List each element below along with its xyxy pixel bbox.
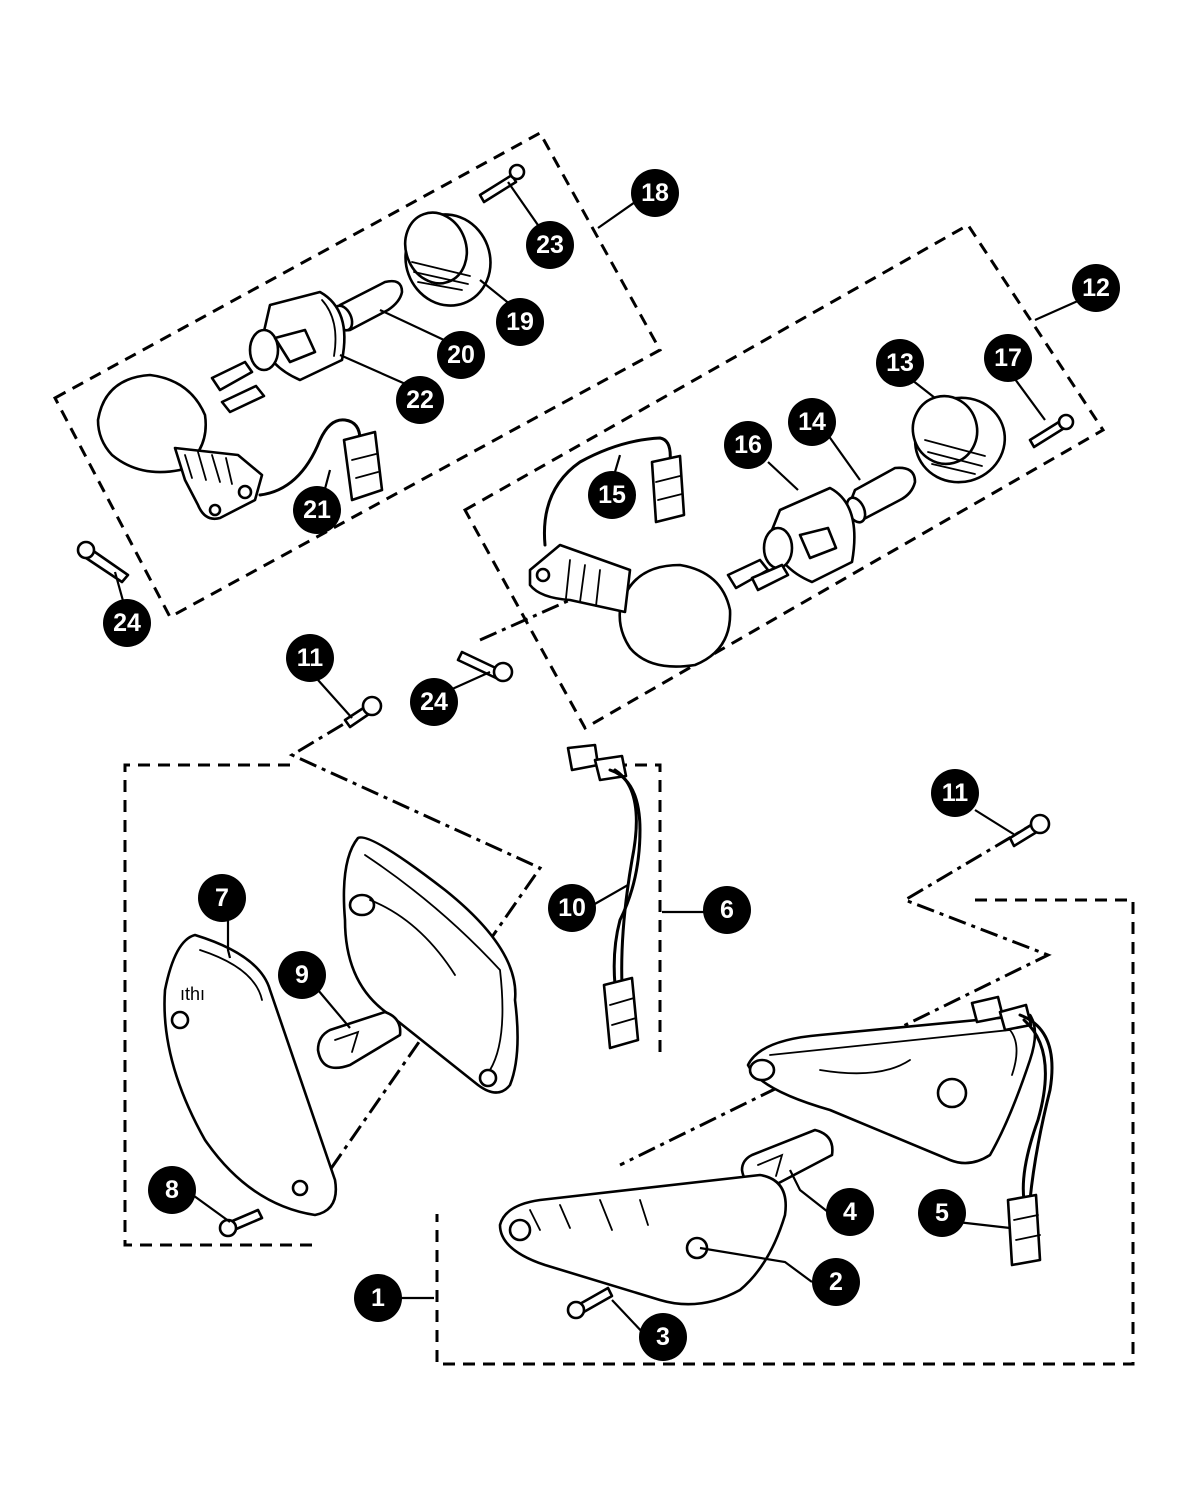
callout-16: 16	[724, 421, 772, 469]
callout-10: 10	[548, 884, 596, 932]
callout-20: 20	[437, 331, 485, 379]
svg-text:ıthı: ıthı	[180, 984, 205, 1004]
svg-text:18: 18	[641, 179, 669, 207]
callout-4: 4	[826, 1188, 874, 1236]
indicator-assembly-rear-right	[456, 394, 1075, 683]
callout-5: 5	[918, 1189, 966, 1237]
callout-11-upper: 11	[286, 634, 334, 682]
group-outline-12	[462, 223, 1106, 731]
socket-16	[762, 486, 856, 584]
svg-text:14: 14	[798, 408, 826, 436]
svg-text:23: 23	[536, 231, 564, 259]
svg-text:17: 17	[994, 344, 1022, 372]
indicator-lens-7: ıthı	[163, 933, 338, 1217]
svg-text:15: 15	[598, 481, 626, 509]
callout-14: 14	[788, 398, 836, 446]
callout-11-lower: 11	[931, 769, 979, 817]
callout-1: 1	[354, 1274, 402, 1322]
screw-24-middle	[456, 650, 514, 683]
callout-23: 23	[526, 221, 574, 269]
callout-21: 21	[293, 486, 341, 534]
svg-text:2: 2	[829, 1268, 843, 1296]
callout-17: 17	[984, 334, 1032, 382]
screw-8	[218, 1208, 264, 1238]
screw-11-lower	[1008, 813, 1051, 848]
indicator-assembly-front-right	[498, 995, 1054, 1320]
svg-text:6: 6	[720, 896, 734, 924]
svg-text:20: 20	[447, 341, 475, 369]
callout-2: 2	[812, 1258, 860, 1306]
svg-text:11: 11	[942, 779, 969, 807]
svg-text:16: 16	[734, 431, 762, 459]
svg-text:7: 7	[215, 884, 229, 912]
indicator-lens-13	[911, 394, 1007, 484]
socket-22	[248, 290, 346, 382]
svg-text:19: 19	[506, 308, 534, 336]
screw-11-upper	[343, 695, 383, 729]
svg-text:1: 1	[371, 1284, 385, 1312]
indicator-housing	[342, 836, 519, 1094]
svg-text:5: 5	[935, 1199, 949, 1227]
bulb-14	[845, 466, 917, 524]
indicator-assembly-front-left: ıthı	[163, 743, 642, 1238]
wiring-harness-10	[566, 743, 642, 1050]
svg-text:24: 24	[420, 688, 448, 716]
indicator-lens-19	[403, 211, 492, 307]
screw-23	[478, 163, 526, 204]
svg-text:4: 4	[843, 1198, 857, 1226]
svg-text:13: 13	[886, 349, 914, 377]
svg-text:3: 3	[656, 1323, 670, 1351]
svg-text:8: 8	[165, 1176, 179, 1204]
bulb-9	[316, 1010, 402, 1070]
callout-24-middle: 24	[410, 678, 458, 726]
callout-15: 15	[588, 471, 636, 519]
indicator-body-21	[96, 360, 384, 520]
indicator-body-15	[528, 436, 790, 668]
screw-3	[566, 1286, 614, 1320]
indicator-lens-2	[498, 1173, 788, 1306]
screw-17	[1028, 413, 1075, 449]
callout-13: 13	[876, 339, 924, 387]
callout-19: 19	[496, 298, 544, 346]
svg-text:10: 10	[558, 894, 586, 922]
callout-3: 3	[639, 1313, 687, 1361]
callout-18: 18	[631, 169, 679, 217]
callout-7: 7	[198, 874, 246, 922]
svg-text:11: 11	[297, 644, 324, 672]
callout-24-left: 24	[103, 599, 151, 647]
svg-text:22: 22	[406, 386, 434, 414]
indicator-assembly-rear-left	[76, 163, 526, 584]
callout-8: 8	[148, 1166, 196, 1214]
group-outline-18	[52, 130, 663, 620]
callout-9: 9	[278, 951, 326, 999]
callout-6: 6	[703, 886, 751, 934]
svg-text:24: 24	[113, 609, 141, 637]
screw-24-left	[76, 540, 130, 584]
callout-22: 22	[396, 376, 444, 424]
svg-text:21: 21	[303, 496, 331, 524]
group-outline-1	[435, 898, 1135, 1366]
svg-text:12: 12	[1082, 274, 1110, 302]
wiring-harness-5	[970, 995, 1054, 1267]
callout-12: 12	[1072, 264, 1120, 312]
svg-text:9: 9	[295, 961, 309, 989]
